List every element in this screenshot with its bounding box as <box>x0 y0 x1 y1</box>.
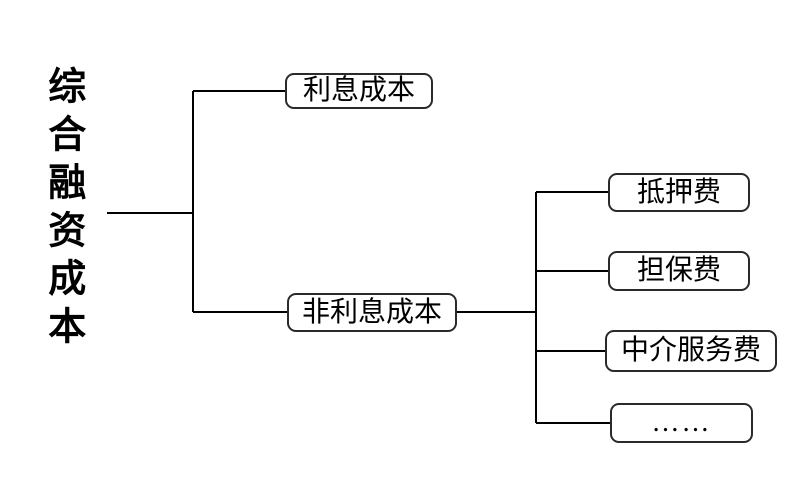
node-intermediary-service-fee-label: 中介服务费 <box>620 335 761 366</box>
node-guarantee-fee: 担保费 <box>608 251 750 291</box>
node-guarantee-fee-label: 担保费 <box>636 255 721 286</box>
node-ellipsis: …… <box>610 403 753 443</box>
node-ellipsis-label: …… <box>651 407 712 438</box>
node-interest-cost-label: 利息成本 <box>302 75 415 106</box>
node-interest-cost: 利息成本 <box>285 73 433 109</box>
node-non-interest-cost-label: 非利息成本 <box>301 296 442 328</box>
node-non-interest-cost: 非利息成本 <box>287 293 457 332</box>
node-intermediary-service-fee: 中介服务费 <box>605 330 777 372</box>
node-mortgage-fee-label: 抵押费 <box>636 176 721 208</box>
root-label: 综合融资成本 <box>41 66 84 354</box>
node-mortgage-fee: 抵押费 <box>608 173 750 212</box>
